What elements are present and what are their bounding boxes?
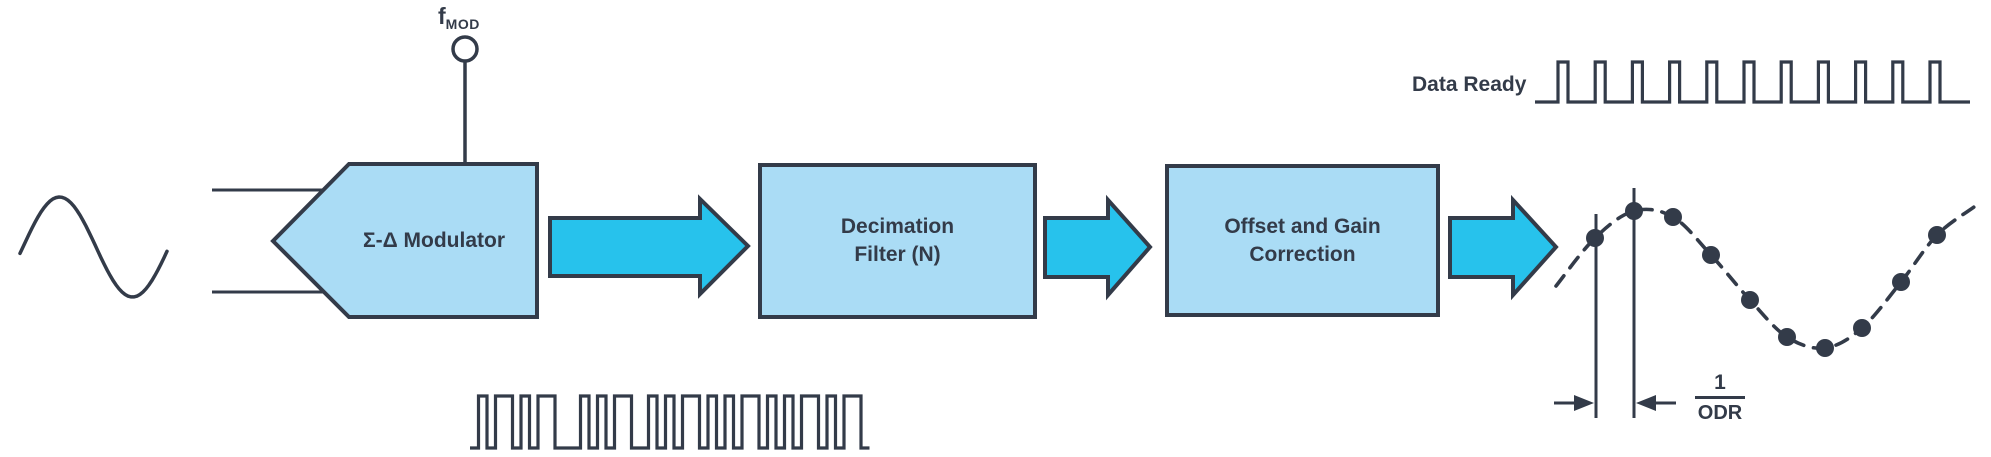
- decimation-label-line1: Decimation: [840, 215, 955, 239]
- sample-dot: [1892, 273, 1910, 291]
- signal-arrow-2: [1043, 194, 1153, 301]
- output-sample-dots: [1586, 202, 1946, 357]
- odr-fraction-label: 1 ODR: [1691, 372, 1749, 423]
- decimation-block-label-text: Decimation Filter (N): [841, 213, 954, 268]
- sampled-output-sine-dashed: [1554, 205, 1976, 351]
- sample-dot: [1816, 339, 1834, 357]
- modulator-block-label-text: Σ-Δ Modulator: [362, 229, 505, 253]
- sample-dot: [1853, 319, 1871, 337]
- decimation-block-shape: [758, 163, 1037, 319]
- sample-dot: [1741, 291, 1759, 309]
- sample-dot: [1778, 328, 1796, 346]
- odr-arrow-left-head: [1574, 395, 1594, 411]
- offset-gain-label-line2: Correction: [1249, 242, 1356, 266]
- fmod-label: fMOD: [438, 3, 480, 32]
- sample-dot: [1702, 246, 1720, 264]
- signal-arrow-3: [1448, 194, 1559, 301]
- sample-dot: [1586, 229, 1604, 247]
- sample-dot: [1625, 202, 1643, 220]
- odr-fraction-numerator: 1: [1714, 371, 1726, 394]
- fmod-terminal-circle: [451, 35, 479, 63]
- odr-fraction-bar: [1695, 396, 1745, 399]
- sample-period-marker-lines: [1594, 188, 1636, 418]
- data-ready-clock-waveform: [1535, 60, 1970, 104]
- odr-dimension-arrows: [1554, 395, 1676, 411]
- offset-gain-block-shape: [1165, 164, 1440, 317]
- offset-gain-label-line1: Offset and Gain: [1224, 214, 1381, 238]
- offset-gain-block-label: Offset and Gain Correction: [1167, 166, 1438, 315]
- modulator-bitstream-waveform: [470, 394, 870, 450]
- decimation-block-label: Decimation Filter (N): [760, 165, 1035, 317]
- data-ready-label: Data Ready: [1412, 73, 1527, 96]
- odr-fraction-denominator: ODR: [1697, 402, 1743, 424]
- sample-dot: [1664, 208, 1682, 226]
- analog-input-sine-wave: [18, 195, 169, 299]
- sample-dot: [1928, 226, 1946, 244]
- signal-arrow-1: [548, 194, 751, 299]
- modulator-block-shape: [270, 162, 539, 319]
- modulator-block-label: Σ-Δ Modulator: [330, 165, 538, 317]
- decimation-label-line2: Filter (N): [854, 243, 941, 266]
- fmod-label-subscript: MOD: [445, 16, 480, 32]
- fmod-label-base: f: [438, 3, 446, 29]
- offset-gain-block-label-text: Offset and Gain Correction: [1224, 213, 1380, 268]
- odr-arrow-right-head: [1636, 395, 1656, 411]
